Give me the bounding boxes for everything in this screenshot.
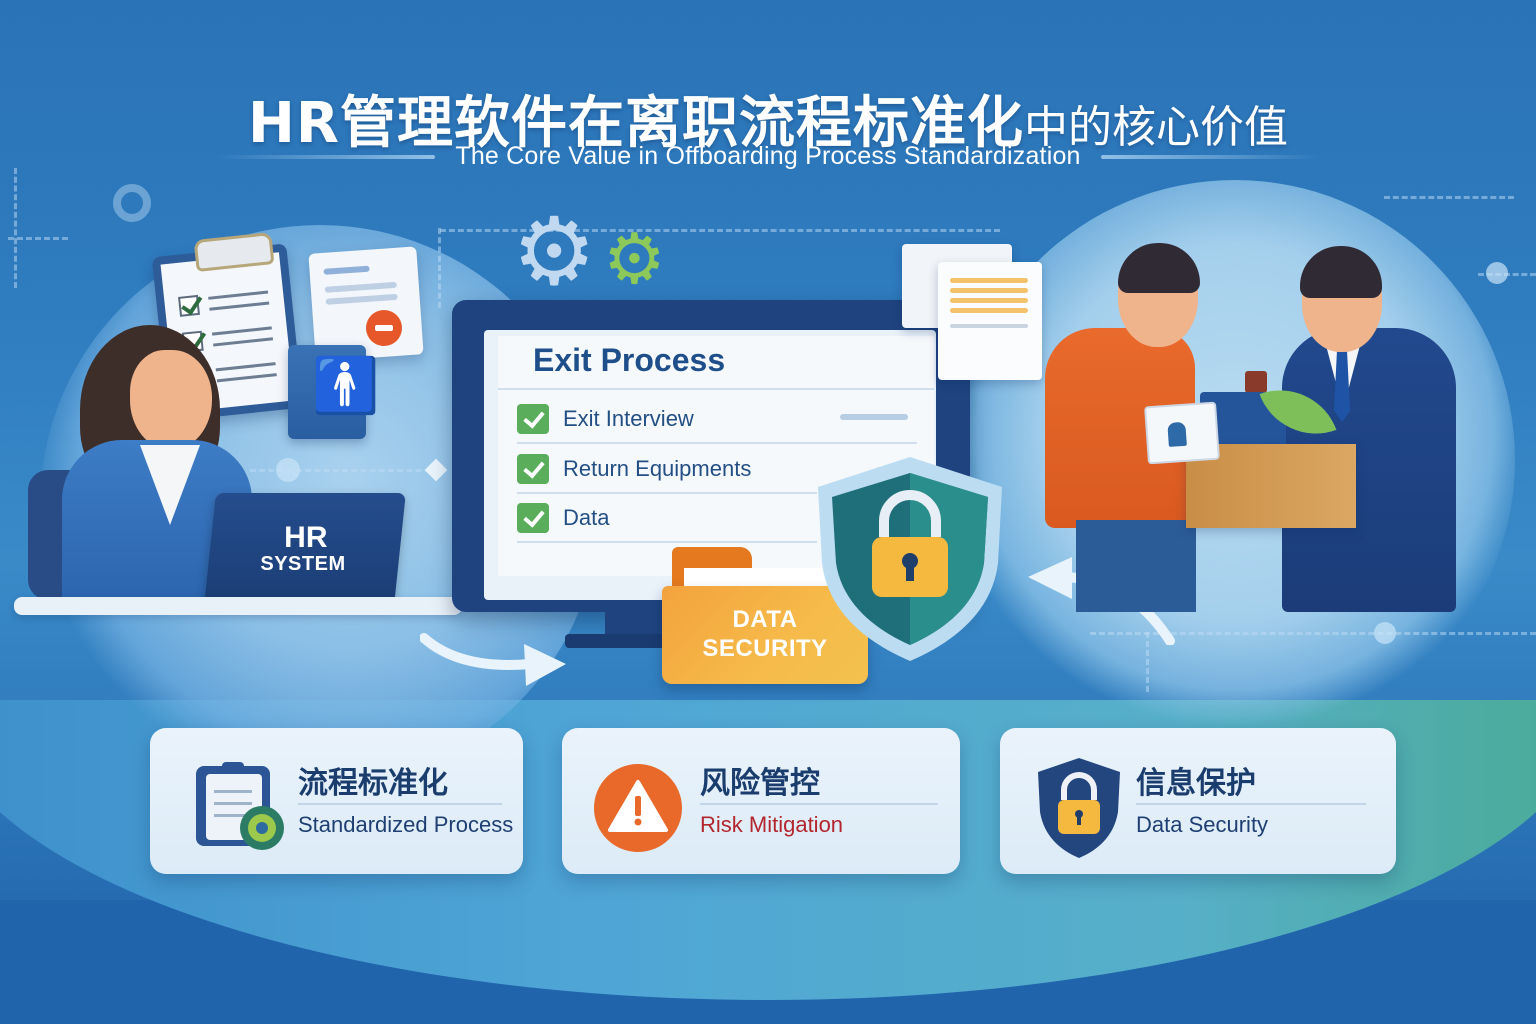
checklist-item[interactable]: Exit Interview <box>517 404 694 434</box>
shield-lock-icon <box>818 457 1002 661</box>
card-divider <box>700 803 938 805</box>
departing-employee-legs <box>1076 520 1196 612</box>
decorative-dashed-line <box>440 229 1000 232</box>
decorative-dashed-line <box>250 469 440 472</box>
card-title-en: Risk Mitigation <box>700 812 844 837</box>
minus-badge-icon <box>366 310 402 346</box>
decorative-dot <box>1486 262 1508 284</box>
card-divider <box>298 803 502 805</box>
laptop-subtitle: SYSTEM <box>260 553 346 576</box>
title-suffix: 中的核心价值 <box>1024 102 1288 153</box>
card-title-cn: 风险管控 <box>700 766 820 801</box>
gear-icon: ⚙ <box>512 198 597 307</box>
checklist-item[interactable]: Return Equipments <box>517 454 751 484</box>
title-main: HR管理软件在离职流程标准化 <box>248 91 1024 156</box>
laptop-title: HR <box>284 520 328 554</box>
checklist-label: Exit Interview <box>563 406 694 431</box>
checklist-label: Data <box>563 505 610 530</box>
value-card-standardized-process[interactable]: 流程标准化 Standardized Process <box>150 728 523 874</box>
card-title-cn: 流程标准化 <box>298 766 448 801</box>
checkbox-checked-icon[interactable] <box>517 503 549 533</box>
hr-system-laptop: HR SYSTEM <box>204 493 406 605</box>
checklist-label: Return Equipments <box>563 456 752 481</box>
value-card-data-security[interactable]: 信息保护 Data Security <box>1000 728 1396 874</box>
decorative-dashed-line <box>1384 196 1514 199</box>
binder-top <box>1245 371 1267 393</box>
subtitle-row: The Core Value in Offboarding Process St… <box>0 142 1536 171</box>
value-card-risk-mitigation[interactable]: 风险管控 Risk Mitigation <box>562 728 960 874</box>
clipboard-gear-icon <box>196 762 284 850</box>
hr-woman-face <box>130 350 212 450</box>
decorative-ring-icon <box>113 184 151 222</box>
card-title-en: Standardized Process <box>298 812 514 837</box>
decorative-dashed-line <box>1090 632 1536 635</box>
decorative-dashed-line <box>438 228 441 308</box>
folder-label-line2: SECURITY <box>702 635 828 662</box>
arrow-right-icon <box>420 633 566 686</box>
data-security-folder-icon: DATA SECURITY <box>662 586 868 684</box>
subtitle-divider-right <box>1100 154 1321 159</box>
decorative-dot <box>276 458 300 482</box>
warning-icon <box>594 764 682 852</box>
subtitle-divider-left <box>215 154 436 159</box>
card-title-en: Data Security <box>1136 812 1269 837</box>
page-subtitle: The Core Value in Offboarding Process St… <box>455 142 1081 170</box>
person-card: 🚹 <box>288 345 379 439</box>
id-badge-icon <box>1144 401 1220 465</box>
checkbox-checked-icon[interactable] <box>517 454 549 484</box>
progress-pill <box>840 414 908 420</box>
document-icon <box>938 262 1042 380</box>
desk <box>14 597 462 615</box>
divider <box>498 388 934 390</box>
decorative-dashed-line <box>8 237 68 240</box>
card-title-cn: 信息保护 <box>1136 766 1256 801</box>
checkbox-checked-icon[interactable] <box>517 404 549 434</box>
page-title: HR管理软件在离职流程标准化中的核心价值 <box>0 78 1536 159</box>
checklist-item[interactable]: Data <box>517 503 609 533</box>
decorative-dashed-line <box>1146 632 1149 692</box>
decorative-dashed-line <box>14 168 17 288</box>
gear-icon: ⚙ <box>603 218 666 300</box>
divider <box>517 492 817 494</box>
exit-process-title: Exit Process <box>533 342 726 378</box>
decorative-dot <box>1374 622 1396 644</box>
card-divider <box>1136 803 1366 805</box>
folder-label-line1: DATA <box>732 606 798 634</box>
manager-tie <box>1334 346 1350 422</box>
divider <box>517 442 917 444</box>
shield-lock-icon <box>1038 758 1120 858</box>
person-icon: 🚹 <box>312 354 380 417</box>
divider <box>517 541 817 543</box>
